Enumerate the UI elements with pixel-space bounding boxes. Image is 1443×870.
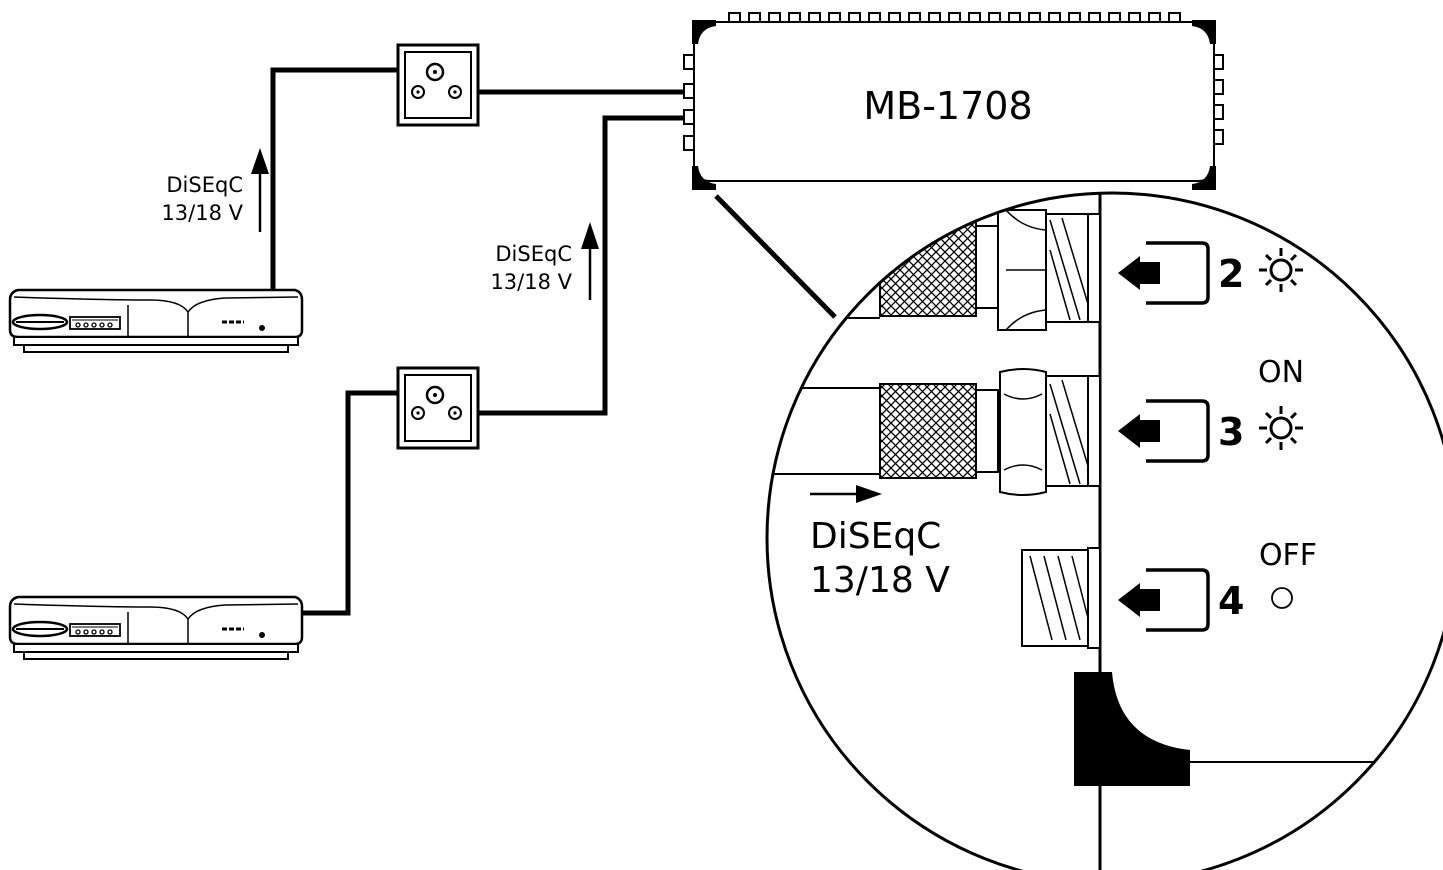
- port-4-circle-icon: [1271, 587, 1293, 609]
- detail-signal-protocol: DiSEqC: [810, 516, 941, 557]
- detail-signal-arrow: [810, 485, 882, 503]
- cable-wall-socket-bottom-to-switch: [478, 115, 685, 416]
- wall-socket-bottom: [396, 366, 480, 450]
- signal-label-top-voltage: 13/18 V: [161, 201, 243, 225]
- port-2-output-icon: [1118, 241, 1210, 305]
- multiswitch-model-label: MB-1708: [863, 84, 1032, 128]
- port-3-sun-icon: [1259, 406, 1303, 450]
- detail-cable-port-2: [767, 209, 1101, 331]
- port-4-number: 4: [1218, 579, 1244, 623]
- detail-corner-bracket: [1074, 672, 1443, 786]
- signal-label-bottom-protocol: DiSEqC: [495, 242, 572, 266]
- zoom-pointer-line: [714, 194, 837, 319]
- port-4-output-icon: [1118, 568, 1210, 632]
- port-3-output-icon: [1118, 399, 1210, 463]
- detail-signal-voltage: 13/18 V: [810, 560, 950, 601]
- port-3-state-label: ON: [1258, 355, 1304, 390]
- cable-top-receiver: [270, 67, 433, 292]
- receiver-top: [8, 288, 304, 353]
- signal-arrow-top: [251, 148, 269, 232]
- port-4-state-label: OFF: [1259, 538, 1317, 573]
- port-2-sun-icon: [1259, 248, 1303, 292]
- wall-socket-top: [396, 43, 480, 127]
- detail-bare-port-4: [1021, 547, 1101, 649]
- multiswitch-corner-brackets: [692, 20, 1216, 190]
- multiswitch-mb-1708: MB-1708: [683, 12, 1224, 190]
- cable-bottom-receiver: [300, 390, 433, 616]
- receiver-bottom: [8, 595, 304, 660]
- detail-cable-port-3: [767, 368, 1101, 496]
- multiswitch-left-ports: [683, 54, 695, 151]
- signal-label-top-protocol: DiSEqC: [166, 173, 243, 197]
- port-2-number: 2: [1218, 252, 1244, 296]
- signal-arrow-bottom: [581, 222, 599, 300]
- port-3-number: 3: [1218, 410, 1244, 454]
- signal-label-bottom-voltage: 13/18 V: [490, 270, 572, 294]
